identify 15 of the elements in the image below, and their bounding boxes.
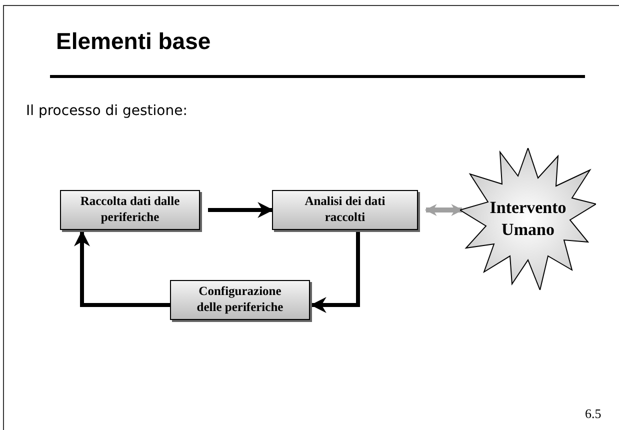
node-text: Analisi dei dati raccolti [304, 194, 386, 226]
node-text: Intervento Umano [488, 196, 568, 241]
node-text: Configurazione delle periferiche [196, 284, 284, 316]
arrow [310, 231, 360, 313]
node-text: Raccolta dati dalle periferiche [79, 194, 181, 226]
process-box [170, 280, 310, 320]
arrow [208, 202, 274, 218]
starburst-shape [460, 148, 596, 290]
arrow [74, 230, 170, 307]
page-number: 6.5 [585, 406, 602, 422]
intro-text: Il processo di gestione: [26, 103, 188, 119]
process-box [60, 190, 200, 230]
double-arrow [424, 204, 464, 216]
process-box [272, 190, 418, 230]
slide-title: Elementi base [56, 28, 211, 55]
